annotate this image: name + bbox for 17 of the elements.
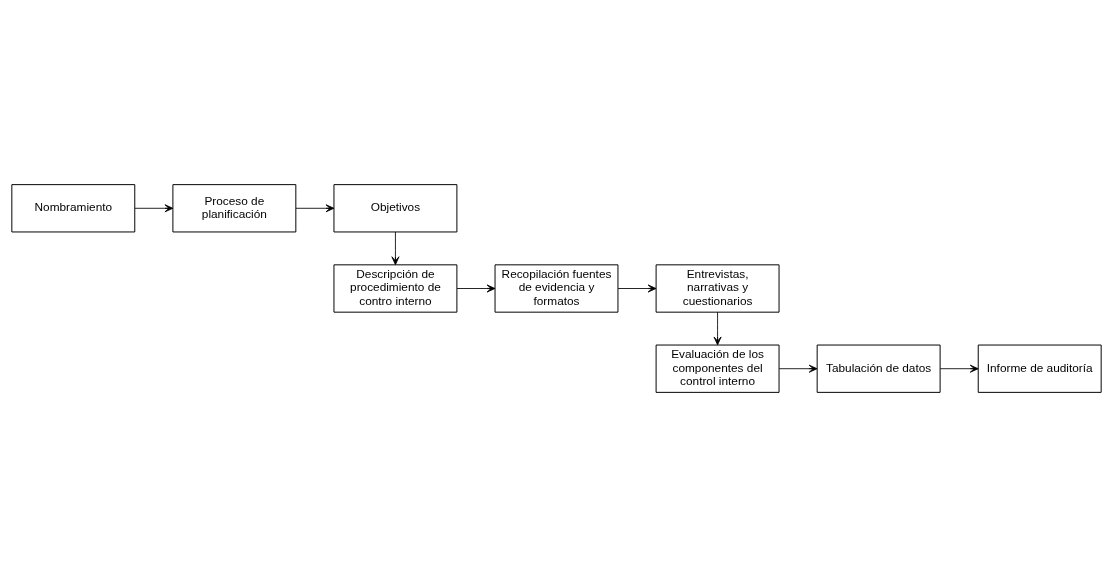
node-box: Informe de auditoría [977, 344, 1102, 393]
node-box: Evaluación de los componentes del control interno [655, 344, 780, 393]
arrow [134, 204, 174, 213]
node-box: Descripción de procedimiento de contro interno [333, 264, 458, 313]
arrow [295, 204, 335, 213]
node-box: Entrevistas, narrativas y cuestionarios [655, 264, 780, 313]
node-box: Recopilación fuentes de evidencia y formatos [494, 264, 619, 313]
node-box: Nombramiento [11, 184, 136, 233]
node-box: Objetivos [333, 184, 458, 233]
node-box: Tabulación de datos [816, 344, 941, 393]
arrow [713, 311, 722, 346]
arrow [778, 364, 818, 373]
arrow [939, 364, 979, 373]
arrow [391, 231, 400, 266]
arrow [617, 284, 657, 293]
arrow [456, 284, 496, 293]
node-box: Proceso de planificación [172, 184, 297, 233]
